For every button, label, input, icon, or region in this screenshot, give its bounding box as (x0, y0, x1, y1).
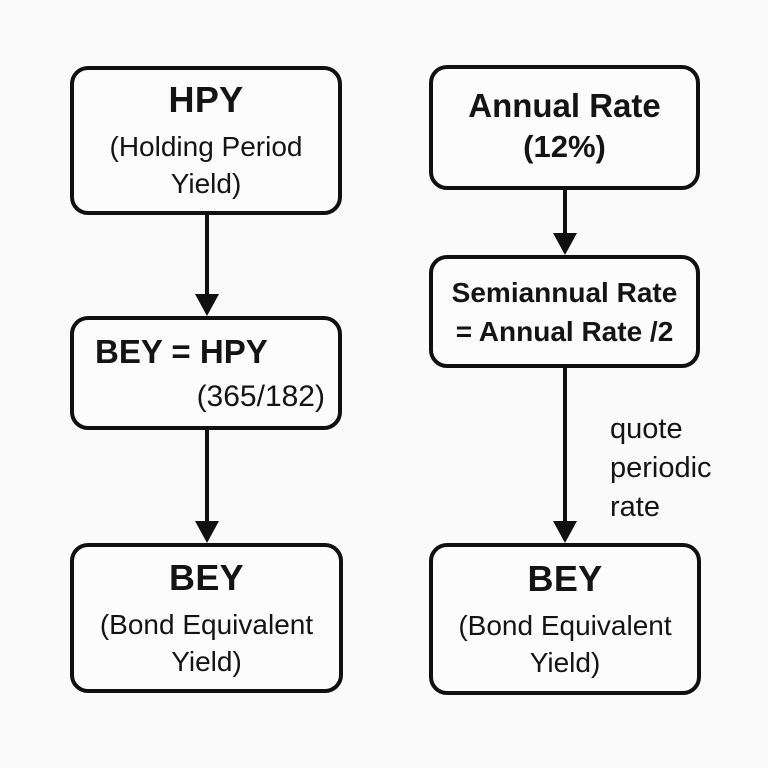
arrow-annual-to-semiannual (563, 190, 567, 235)
node-annual-rate-title: Annual Rate (468, 86, 661, 124)
node-hpy-subtitle-line1: (Holding Period (109, 131, 303, 162)
arrow-label-line2: periodic (610, 452, 712, 484)
arrowhead-down-icon (553, 521, 577, 543)
arrow-semiannual-to-bey (563, 368, 567, 523)
node-hpy-subtitle-line2: Yield) (170, 168, 242, 199)
node-bey-left-subtitle-line1: (Bond Equivalent (99, 608, 314, 640)
arrow-hpy-to-formula (205, 215, 209, 296)
node-bey-right-title: BEY (527, 557, 603, 599)
node-annual-rate: Annual Rate (12%) (429, 65, 700, 190)
node-annual-rate-subtitle: (12%) (523, 128, 606, 164)
node-bey-formula: BEY = HPY (365/182) (70, 316, 342, 430)
node-bey-right-subtitle-line2: Yield) (529, 646, 601, 678)
node-semiannual-rate: Semiannual Rate = Annual Rate /2 (429, 255, 700, 368)
arrowhead-down-icon (195, 521, 219, 543)
node-hpy: HPY (Holding Period Yield) (70, 66, 342, 215)
node-bey-left-subtitle-line2: Yield) (171, 645, 242, 677)
arrowhead-down-icon (195, 294, 219, 316)
arrowhead-down-icon (553, 233, 577, 255)
arrow-formula-to-bey (205, 430, 209, 523)
node-bey-left-title: BEY (169, 556, 244, 598)
formula-factor-text: (365/182) (196, 379, 325, 413)
formula-text: BEY = HPY (95, 332, 268, 370)
node-semiannual-line2: = Annual Rate /2 (455, 315, 674, 347)
node-hpy-title: HPY (168, 79, 244, 120)
node-semiannual-line1: Semiannual Rate (451, 276, 678, 308)
arrow-label-quote-periodic-rate: quote periodic rate (610, 410, 712, 527)
arrow-label-line1: quote (610, 413, 683, 445)
node-bey-left: BEY (Bond Equivalent Yield) (70, 543, 343, 693)
node-bey-right-subtitle-line1: (Bond Equivalent (458, 609, 672, 641)
node-bey-right: BEY (Bond Equivalent Yield) (429, 543, 701, 695)
arrow-label-line3: rate (610, 491, 660, 523)
